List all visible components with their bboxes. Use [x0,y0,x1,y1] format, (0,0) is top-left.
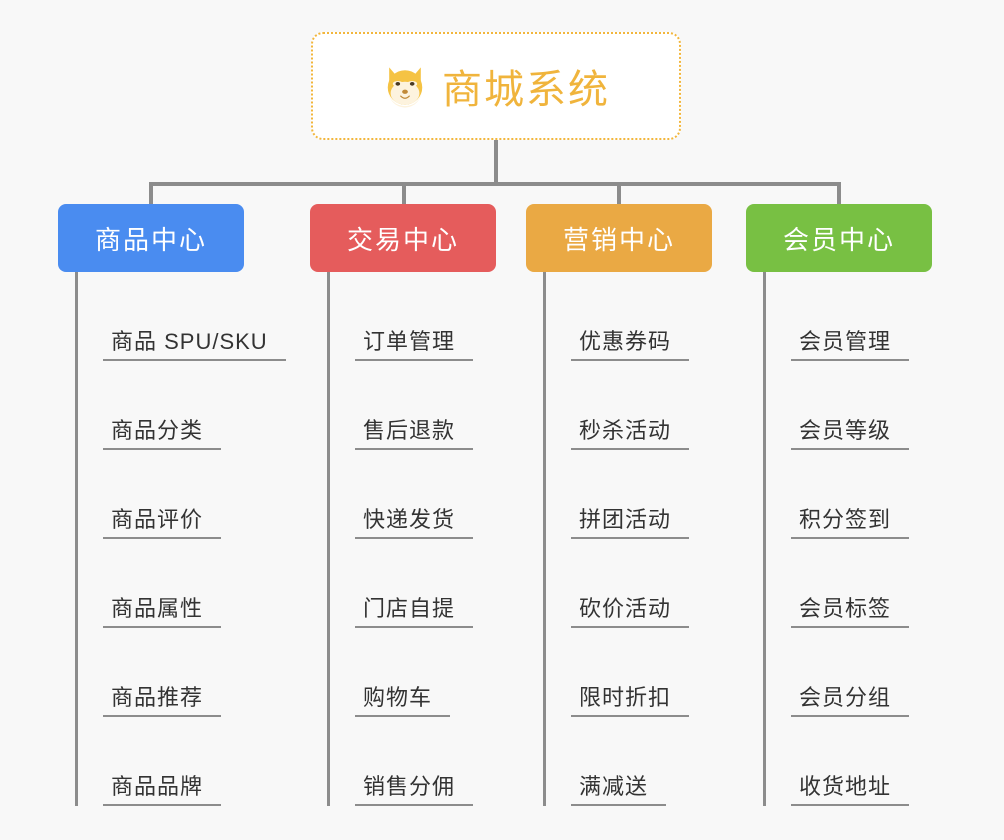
leaf-item[interactable]: 售后退款 [330,361,496,450]
branch-column: 会员中心 会员管理 会员等级 积分签到 会员标签 会员分组 收货地址 [746,204,932,806]
leaf-label: 商品品牌 [103,774,222,806]
leaf-item[interactable]: 门店自提 [330,539,496,628]
connector-drop-1 [149,182,153,206]
leaf-list-2: 订单管理 售后退款 快递发货 门店自提 购物车 销售分佣 [327,272,496,806]
leaf-list-4: 会员管理 会员等级 积分签到 会员标签 会员分组 收货地址 [763,272,932,806]
branch-title: 交易中心 [346,224,459,255]
leaf-item[interactable]: 商品分类 [78,361,244,450]
leaf-list-1: 商品 SPU/SKU 商品分类 商品评价 商品属性 商品推荐 商品品牌 [75,272,286,806]
leaf-label: 满减送 [571,774,667,806]
leaf-label: 会员标签 [791,596,910,628]
leaf-item[interactable]: 会员管理 [766,272,932,361]
leaf-item[interactable]: 砍价活动 [546,539,712,628]
connector-drop-2 [402,182,406,206]
leaf-item[interactable]: 快递发货 [330,450,496,539]
leaf-label: 商品属性 [103,596,222,628]
leaf-list-3: 优惠券码 秒杀活动 拼团活动 砍价活动 限时折扣 满减送 [543,272,712,806]
leaf-label: 商品分类 [103,418,222,450]
leaf-label: 商品 SPU/SKU [103,329,286,361]
leaf-item[interactable]: 限时折扣 [546,628,712,717]
leaf-item[interactable]: 销售分佣 [330,717,496,806]
leaf-item[interactable]: 拼团活动 [546,450,712,539]
leaf-label: 商品推荐 [103,685,222,717]
leaf-label: 购物车 [355,685,451,717]
leaf-label: 快递发货 [355,507,474,539]
leaf-item[interactable]: 商品属性 [78,539,244,628]
connector-drop-3 [617,182,621,206]
branch-header-2[interactable]: 交易中心 [310,204,496,272]
branch-header-3[interactable]: 营销中心 [526,204,712,272]
leaf-label: 销售分佣 [355,774,474,806]
leaf-label: 限时折扣 [571,685,690,717]
leaf-label: 订单管理 [355,329,474,361]
leaf-item[interactable]: 会员标签 [766,539,932,628]
leaf-item[interactable]: 订单管理 [330,272,496,361]
leaf-item[interactable]: 积分签到 [766,450,932,539]
leaf-item[interactable]: 满减送 [546,717,712,806]
leaf-label: 收货地址 [791,774,910,806]
branch-column: 营销中心 优惠券码 秒杀活动 拼团活动 砍价活动 限时折扣 满减送 [526,204,712,806]
branch-title: 营销中心 [562,224,675,255]
branch-header-1[interactable]: 商品中心 [58,204,244,272]
leaf-item[interactable]: 购物车 [330,628,496,717]
leaf-label: 商品评价 [103,507,222,539]
root-node[interactable]: 商城系统 [311,32,681,140]
leaf-label: 积分签到 [791,507,910,539]
connector-root-stem [494,140,498,186]
leaf-item[interactable]: 会员分组 [766,628,932,717]
leaf-item[interactable]: 收货地址 [766,717,932,806]
leaf-label: 会员等级 [791,418,910,450]
leaf-item[interactable]: 商品评价 [78,450,244,539]
leaf-item[interactable]: 秒杀活动 [546,361,712,450]
branch-title: 商品中心 [94,224,207,255]
connector-drop-4 [837,182,841,206]
leaf-label: 砍价活动 [571,596,690,628]
leaf-item[interactable]: 商品推荐 [78,628,244,717]
leaf-item[interactable]: 会员等级 [766,361,932,450]
branch-column: 交易中心 订单管理 售后退款 快递发货 门店自提 购物车 销售分佣 [310,204,496,806]
branch-title: 会员中心 [782,224,895,255]
leaf-item[interactable]: 优惠券码 [546,272,712,361]
leaf-label: 拼团活动 [571,507,690,539]
connector-bus [149,182,841,186]
dog-face-icon [382,63,428,109]
leaf-item[interactable]: 商品 SPU/SKU [78,272,286,361]
branch-column: 商品中心 商品 SPU/SKU 商品分类 商品评价 商品属性 商品推荐 商品品牌 [58,204,286,806]
branch-header-4[interactable]: 会员中心 [746,204,932,272]
leaf-label: 会员分组 [791,685,910,717]
leaf-label: 秒杀活动 [571,418,690,450]
leaf-label: 会员管理 [791,329,910,361]
leaf-label: 门店自提 [355,596,474,628]
root-title: 商城系统 [442,68,610,112]
leaf-item[interactable]: 商品品牌 [78,717,244,806]
leaf-label: 优惠券码 [571,329,690,361]
leaf-label: 售后退款 [355,418,474,450]
